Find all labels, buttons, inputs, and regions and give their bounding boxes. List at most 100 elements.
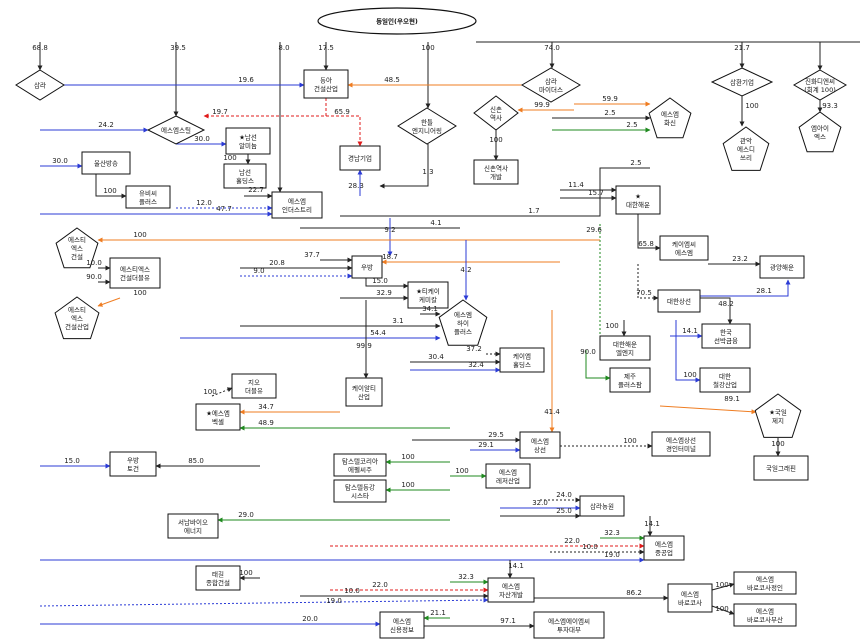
edge-percentage-label: 28.3	[348, 182, 364, 190]
node-dh_haeun[interactable]: ★대한해운	[615, 185, 661, 215]
edge-percentage-label: 32.9	[376, 289, 392, 297]
edge-percentage-label: 100	[133, 231, 146, 239]
node-samra[interactable]: 삼라	[15, 69, 65, 101]
node-label: 쓰리	[740, 153, 752, 162]
node-gukil_paper[interactable]: 국일그래핀	[753, 455, 809, 481]
ownership-edge	[211, 387, 233, 397]
edge-percentage-label: 100	[605, 322, 618, 330]
node-ubang[interactable]: 우방	[351, 255, 383, 279]
node-label: 건설	[71, 252, 83, 261]
node-label: 남선	[239, 167, 251, 176]
edge-percentage-label: 85.0	[188, 457, 204, 465]
node-label: 바로코사부산	[747, 615, 783, 624]
node-jeongnam[interactable]: 경남기업	[339, 145, 381, 171]
node-label: 삼라	[545, 76, 557, 85]
node-label: 한국	[720, 328, 732, 336]
node-daehan_ship[interactable]: 대한상선	[657, 289, 701, 313]
ownership-edge	[637, 264, 659, 301]
edge-percentage-label: 100	[401, 481, 414, 489]
edge-percentage-label: 100	[683, 371, 696, 379]
edge-percentage-label: 9.0	[253, 267, 264, 275]
ownership-edge	[700, 297, 733, 325]
edge-percentage-label: 32.3	[458, 573, 474, 581]
edge-percentage-label: 12.0	[196, 199, 212, 207]
node-shape	[271, 191, 323, 219]
node-shinchon[interactable]: 신촌역사	[473, 95, 519, 131]
node-shape	[195, 403, 241, 431]
node-label: 케이알티	[352, 383, 376, 392]
node-sm_sangsun[interactable]: 에스엠상선	[519, 431, 561, 459]
node-label: 삼라농원	[590, 502, 614, 511]
node-shape	[792, 69, 848, 101]
edge-percentage-label: 10.0	[582, 543, 598, 551]
node-jindeoc[interactable]: 진화디엔씨(회계 100)	[792, 69, 848, 101]
edge-percentage-label: 29.5	[488, 431, 504, 439]
node-shape	[146, 115, 206, 145]
node-label: 케미칼	[419, 295, 437, 304]
node-shape	[125, 185, 171, 209]
node-samra_nongwon[interactable]: 삼라농원	[579, 495, 625, 517]
edge-percentage-label: 100	[133, 289, 146, 297]
node-label: 에스엠	[756, 574, 774, 583]
edge-percentage-label: 22.7	[248, 186, 264, 194]
node-samhwan[interactable]: 삼환기업	[710, 67, 774, 97]
node-shape	[519, 431, 561, 459]
node-shape	[499, 347, 545, 373]
node-label: 엑스	[814, 133, 826, 141]
node-shape	[599, 335, 651, 361]
edge-percentage-label: 19.0	[604, 551, 620, 559]
node-gwangyang[interactable]: 광양해운	[759, 255, 805, 279]
node-label: 에스엠	[531, 436, 549, 445]
node-label: 신촌	[490, 104, 502, 113]
edge-percentage-label: 1.7	[528, 207, 539, 215]
node-shape	[333, 479, 387, 503]
node-woosan[interactable]: 울산방송	[81, 151, 131, 175]
node-owner[interactable]: 동일인(우오현)	[317, 7, 477, 35]
node-label: 대한해운	[626, 200, 650, 209]
edge-percentage-label: 22.0	[564, 537, 580, 545]
node-sm_style[interactable]: 에스엠스틸	[146, 115, 206, 145]
node-label: 엑스	[71, 315, 83, 323]
node-label: 에스엠	[655, 539, 673, 548]
